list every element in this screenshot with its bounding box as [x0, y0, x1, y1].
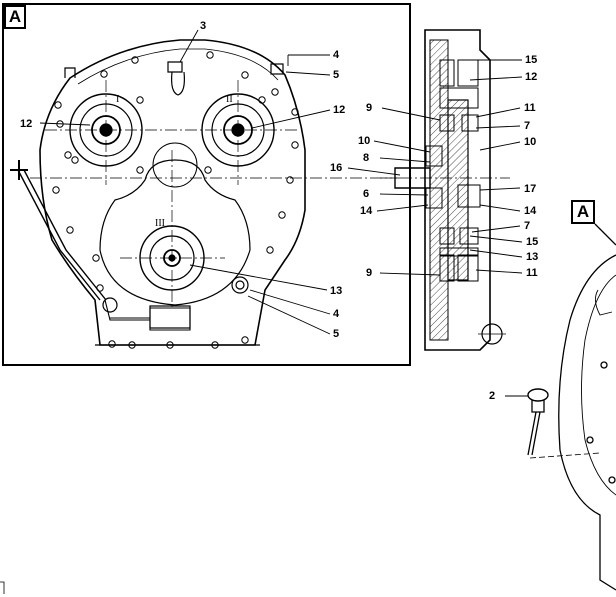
callout-front-5: 5 [333, 69, 339, 81]
callout-outside-2: 2 [489, 390, 495, 402]
leader-line [479, 141, 521, 151]
callout-section-12: 12 [525, 71, 537, 83]
view-label-side: A [571, 200, 595, 224]
leader-line [469, 76, 523, 81]
section-view [380, 29, 510, 351]
bolt [131, 56, 139, 64]
bolt [258, 96, 266, 104]
leader-line [189, 264, 328, 291]
bolt [71, 156, 79, 164]
bolt [278, 211, 286, 219]
leader-line [471, 225, 521, 233]
callout-section-14-right: 14 [524, 205, 537, 217]
bolt [271, 88, 279, 96]
callout-section-10-right: 10 [524, 136, 536, 148]
leader-line [475, 125, 521, 129]
leader-line [39, 122, 91, 126]
callout-section-15-lower: 15 [526, 236, 538, 248]
bolt [266, 246, 274, 254]
callout-front-12-left: 12 [20, 118, 32, 130]
leader-line [379, 272, 441, 276]
bolt [241, 71, 249, 79]
callout-section-6: 6 [363, 188, 369, 200]
bolt [64, 151, 72, 159]
bolt [92, 254, 100, 262]
leader-line [475, 269, 523, 274]
callout-section-7: 7 [524, 120, 530, 132]
bolt [241, 336, 249, 344]
callout-section-9: 9 [366, 102, 372, 114]
callout-section-16: 16 [330, 162, 342, 174]
roman-label-ii: II [226, 94, 233, 105]
callout-front-12-right: 12 [333, 104, 345, 116]
leader-line [251, 109, 331, 129]
leader-line [479, 187, 521, 191]
callout-front-4: 4 [333, 49, 340, 61]
leader-line [347, 167, 401, 176]
callout-section-10-left: 10 [358, 135, 370, 147]
bolt [108, 340, 116, 348]
leader-line [179, 29, 199, 63]
leader-line [285, 71, 331, 76]
callout-labels: 3 4 5 12 12 13 4 5 15 12 9 11 7 10 10 8 … [20, 20, 538, 402]
callout-section-11-lower: 11 [526, 267, 538, 279]
callout-section-15: 15 [525, 54, 537, 66]
callout-section-14-left: 14 [360, 205, 373, 217]
callout-front-3: 3 [200, 20, 206, 32]
bolt [54, 101, 62, 109]
leader-line [373, 140, 431, 153]
view-label-main: A [4, 5, 26, 29]
leader-line [379, 157, 431, 163]
bolt [291, 141, 299, 149]
roman-label-i: I [116, 94, 119, 105]
leader-lines [39, 29, 528, 397]
bolt [100, 70, 108, 78]
callout-front-4-lower: 4 [333, 308, 340, 320]
leader-line [469, 249, 523, 258]
leader-line [381, 107, 441, 121]
bolt [286, 176, 294, 184]
roman-label-iii: III [155, 218, 165, 229]
callout-section-11: 11 [524, 102, 536, 114]
callout-front-5-lower: 5 [333, 328, 339, 340]
callout-front-13: 13 [330, 285, 342, 297]
leader-line [249, 289, 331, 315]
callout-section-17: 17 [524, 183, 536, 195]
callout-section-9-lower: 9 [366, 267, 372, 279]
bolt [66, 226, 74, 234]
detail-view-frame [2, 3, 411, 366]
bolt [136, 96, 144, 104]
leader-line [247, 295, 331, 335]
leader-line [379, 193, 429, 196]
bolt [136, 166, 144, 174]
callout-section-8: 8 [363, 152, 369, 164]
bolt [52, 186, 60, 194]
housing-partial-view [0, 223, 616, 594]
bolt [204, 166, 212, 174]
leader-line [469, 235, 523, 243]
leader-line [479, 204, 521, 212]
bolt [291, 108, 299, 116]
bolt [206, 51, 214, 59]
leader-line [376, 204, 429, 212]
front-view-cover: I II III [10, 39, 400, 349]
bolt-circle [52, 51, 299, 349]
callout-section-7-lower: 7 [524, 220, 530, 232]
callout-section-13: 13 [526, 251, 538, 263]
leader-line [475, 107, 521, 118]
